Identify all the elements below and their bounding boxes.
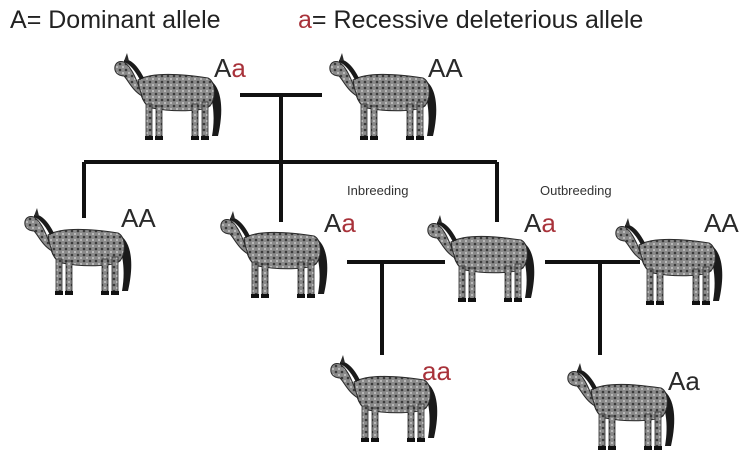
inbreeding-label: Inbreeding — [347, 183, 409, 198]
allele-dominant: A — [214, 53, 232, 83]
legend-recessive-symbol: a — [298, 6, 312, 34]
allele-dominant: Aa — [668, 366, 700, 396]
genotype-child-3: Aa — [524, 210, 556, 236]
allele-dominant: AA — [428, 53, 463, 83]
allele-recessive: aa — [422, 356, 451, 386]
genotype-parent-right: AA — [428, 55, 463, 81]
allele-dominant: AA — [121, 203, 156, 233]
horse-icon — [615, 217, 723, 306]
genotype-child-2: Aa — [324, 210, 356, 236]
horse-icon — [329, 52, 437, 141]
horse-icon — [427, 214, 535, 303]
horse-icon — [220, 210, 328, 299]
allele-dominant: AA — [704, 208, 739, 238]
outbreeding-label: Outbreeding — [540, 183, 612, 198]
genotype-child-1: AA — [121, 205, 156, 231]
allele-recessive: a — [541, 208, 556, 238]
legend-dominant-symbol: A — [10, 6, 27, 34]
genotype-outbred-offspring: Aa — [668, 368, 700, 394]
allele-dominant: A — [324, 208, 342, 238]
horse-icon — [567, 362, 675, 451]
genotype-inbred-offspring: aa — [422, 358, 451, 384]
legend-dominant: A= Dominant allele — [10, 6, 221, 35]
genotype-parent-left: Aa — [214, 55, 246, 81]
genotype-outside-mate: AA — [704, 210, 739, 236]
legend-recessive-text: = Recessive deleterious allele — [311, 6, 644, 34]
legend-recessive: a= Recessive deleterious allele — [298, 6, 643, 35]
allele-recessive: a — [231, 53, 246, 83]
allele-dominant: A — [524, 208, 542, 238]
horse-icon — [114, 52, 222, 141]
horse-icon — [24, 207, 132, 296]
horse-icon — [330, 354, 438, 443]
legend-dominant-text: = Dominant allele — [26, 6, 221, 34]
allele-recessive: a — [341, 208, 356, 238]
